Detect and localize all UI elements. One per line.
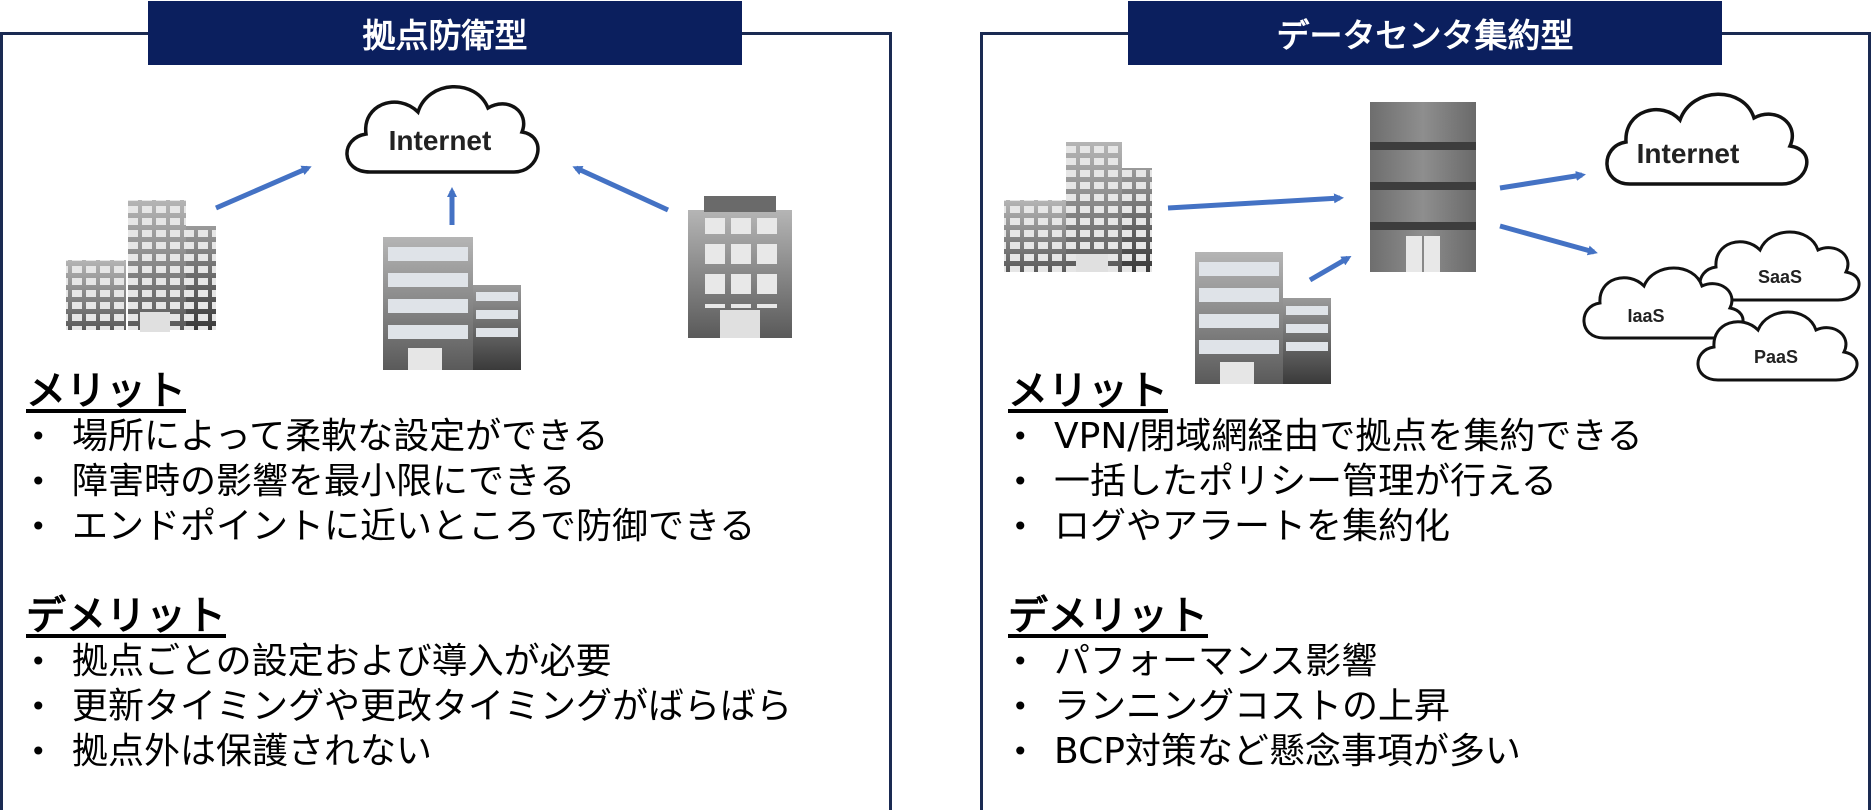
list-item: VPN/閉域網経由で拠点を集約できる	[1008, 414, 1643, 459]
merit-heading: メリット	[26, 368, 186, 414]
list-item: パフォーマンス影響	[1008, 639, 1521, 684]
list-item: 拠点外は保護されない	[26, 729, 792, 774]
right-title: データセンタ集約型	[1128, 1, 1722, 65]
merit-heading: メリット	[1008, 368, 1168, 414]
left-merit-section: メリット 場所によって柔軟な設定ができる 障害時の影響を最小限にできる エンドポ…	[26, 368, 755, 549]
right-merit-section: メリット VPN/閉域網経由で拠点を集約できる 一括したポリシー管理が行える ロ…	[1008, 368, 1643, 549]
demerit-heading: デメリット	[26, 593, 226, 639]
demerit-list: パフォーマンス影響 ランニングコストの上昇 BCP対策など懸念事項が多い	[1008, 639, 1521, 774]
list-item: 一括したポリシー管理が行える	[1008, 459, 1643, 504]
merit-list: VPN/閉域網経由で拠点を集約できる 一括したポリシー管理が行える ログやアラー…	[1008, 414, 1643, 549]
list-item: ランニングコストの上昇	[1008, 684, 1521, 729]
demerit-list: 拠点ごとの設定および導入が必要 更新タイミングや更改タイミングがばらばら 拠点外…	[26, 639, 792, 774]
demerit-heading: デメリット	[1008, 593, 1208, 639]
list-item: 場所によって柔軟な設定ができる	[26, 414, 755, 459]
right-demerit-section: デメリット パフォーマンス影響 ランニングコストの上昇 BCP対策など懸念事項が…	[1008, 593, 1521, 774]
left-title: 拠点防衛型	[148, 1, 742, 65]
list-item: ログやアラートを集約化	[1008, 504, 1643, 549]
list-item: 拠点ごとの設定および導入が必要	[26, 639, 792, 684]
list-item: BCP対策など懸念事項が多い	[1008, 729, 1521, 774]
list-item: 更新タイミングや更改タイミングがばらばら	[26, 684, 792, 729]
left-demerit-section: デメリット 拠点ごとの設定および導入が必要 更新タイミングや更改タイミングがばら…	[26, 593, 792, 774]
merit-list: 場所によって柔軟な設定ができる 障害時の影響を最小限にできる エンドポイントに近…	[26, 414, 755, 549]
list-item: エンドポイントに近いところで防御できる	[26, 504, 755, 549]
list-item: 障害時の影響を最小限にできる	[26, 459, 755, 504]
